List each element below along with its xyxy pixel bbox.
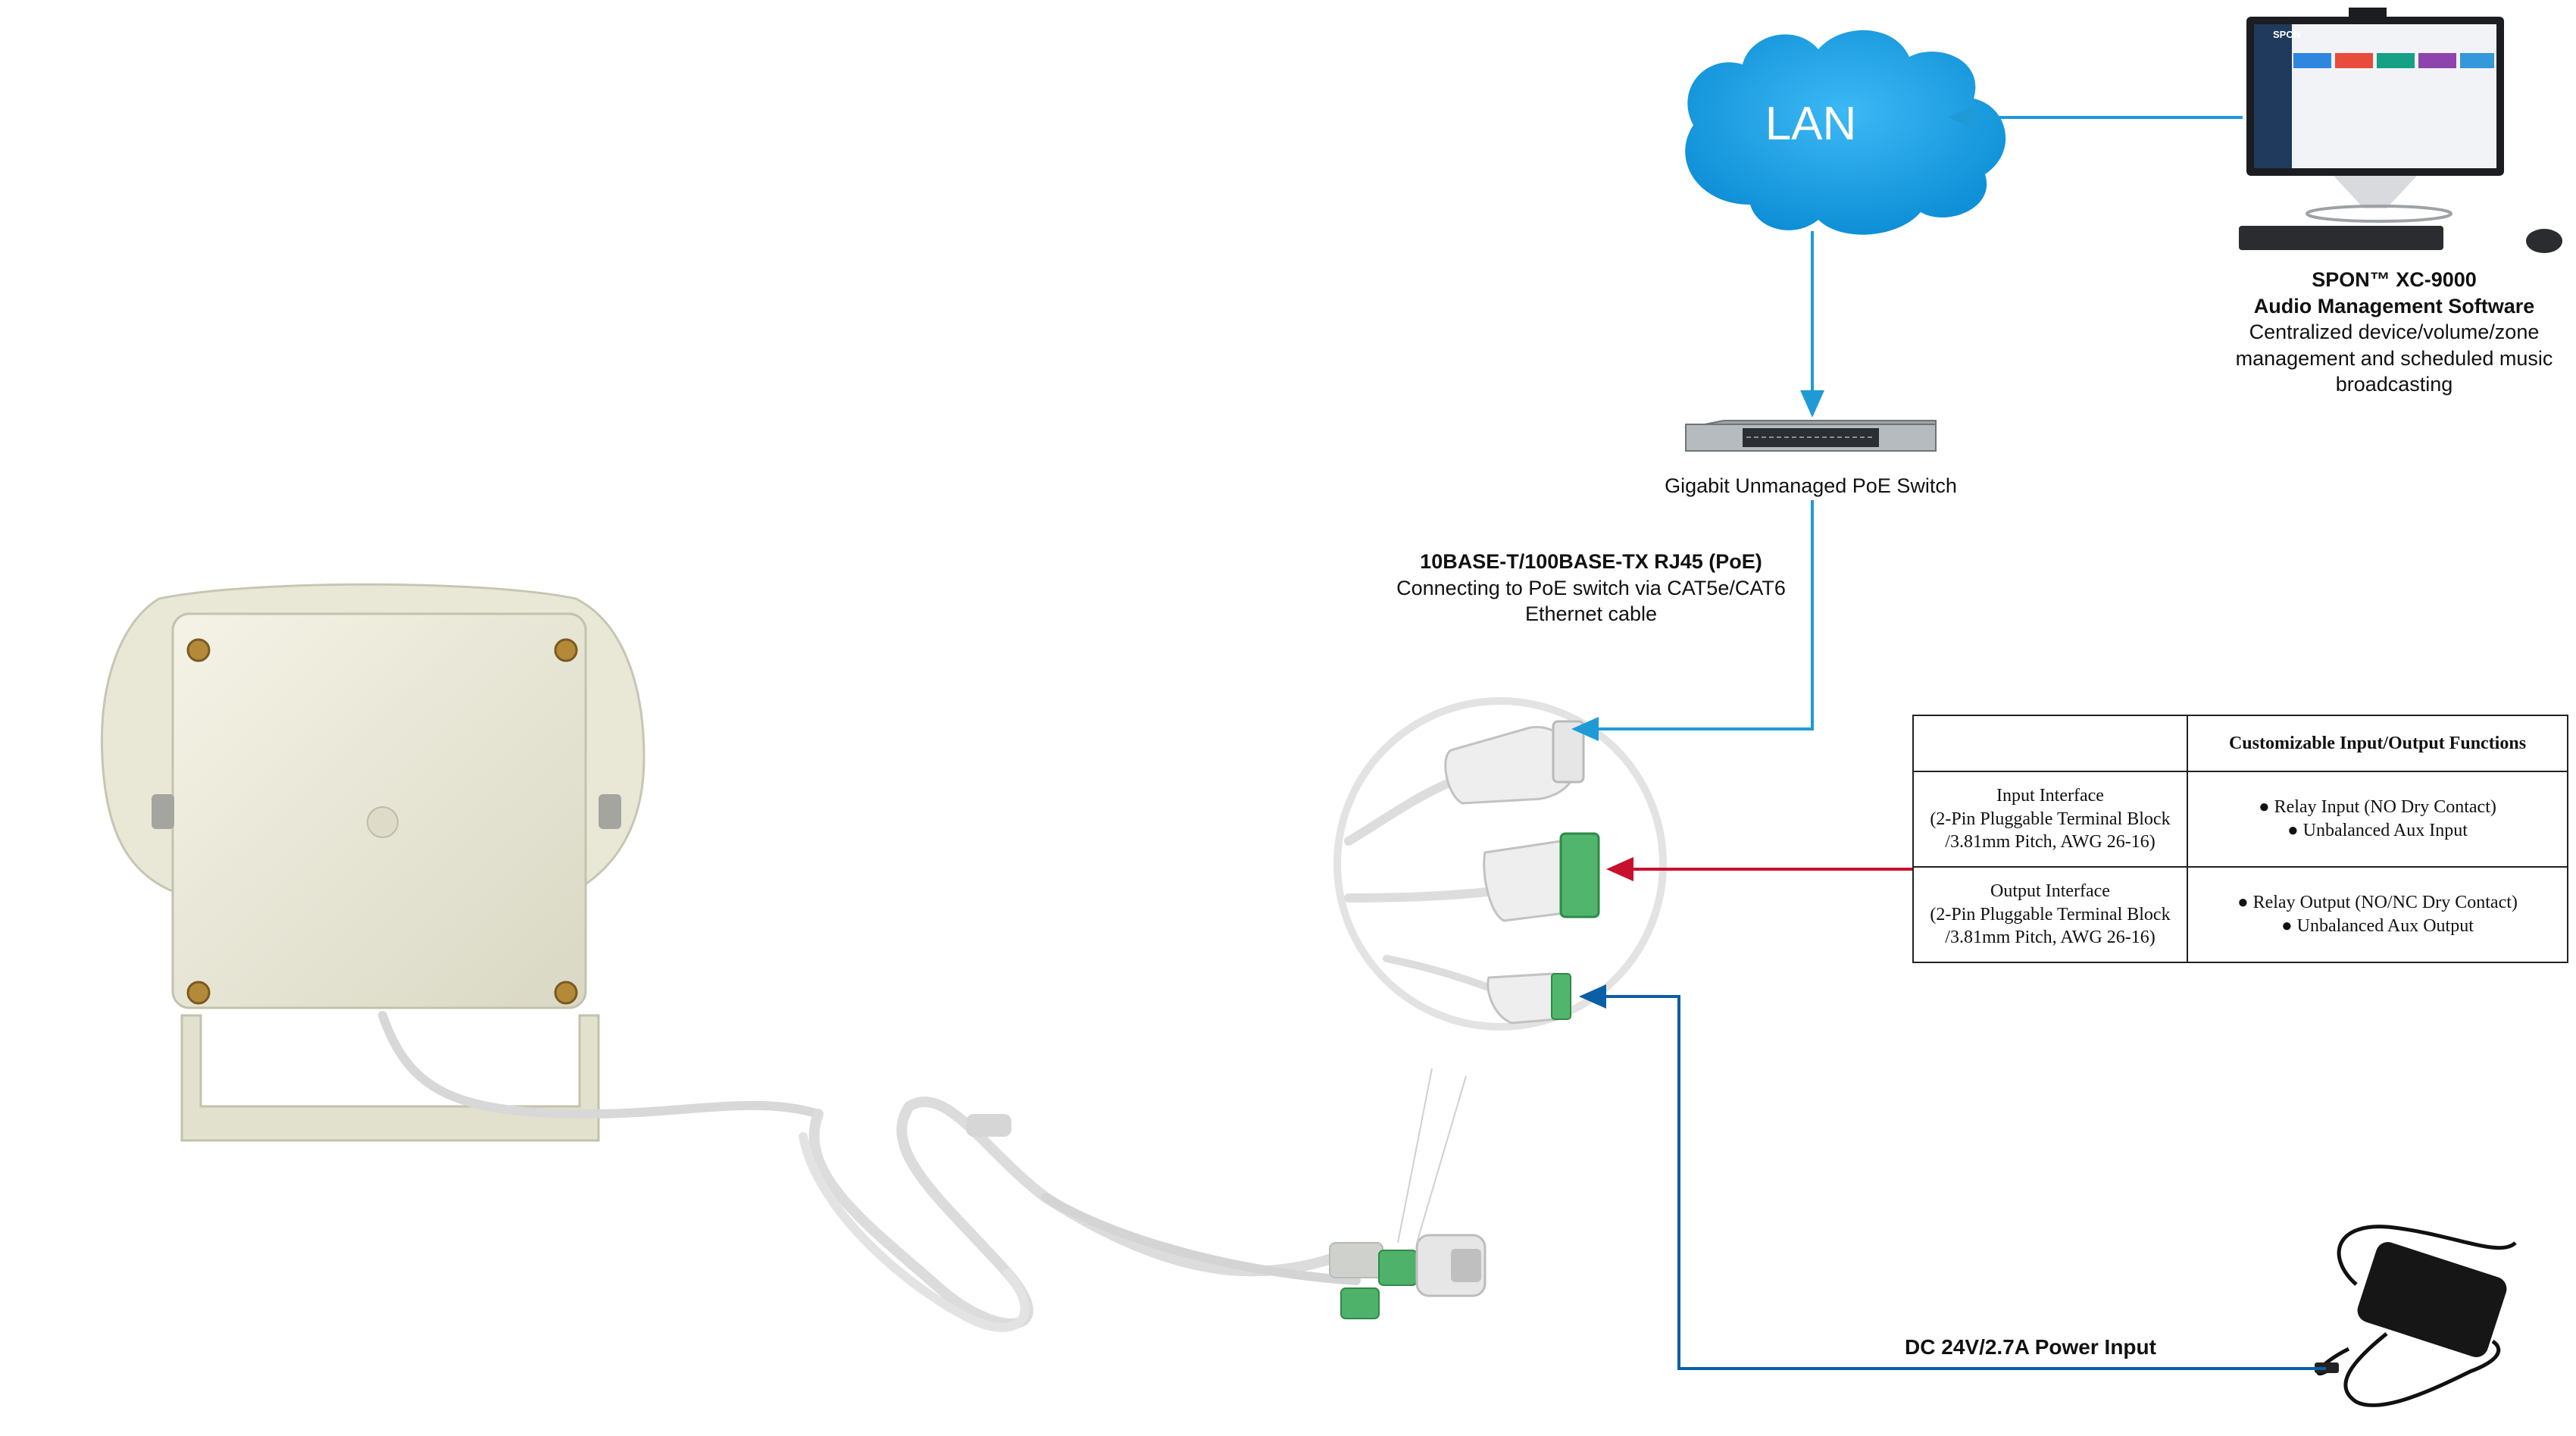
interface-name-line2: (2-Pin Pluggable Terminal Block: [1920, 903, 2181, 927]
software-title-line2: Audio Management Software: [2220, 293, 2568, 320]
zoom-guide-line-left: [1398, 1068, 1432, 1243]
interface-name-line1: Input Interface: [1920, 784, 2181, 808]
interface-name-line2: (2-Pin Pluggable Terminal Block: [1920, 808, 2181, 831]
io-table-header-functions: Customizable Input/Output Functions: [2187, 715, 2568, 771]
power-input-label: DC 24V/2.7A Power Input: [1834, 1334, 2227, 1361]
zoom-guide-line-right: [1417, 1076, 1466, 1243]
software-desc-line2: management and scheduled music: [2220, 346, 2568, 372]
io-table-header-row: Customizable Input/Output Functions: [1913, 715, 2568, 771]
io-table-interface-cell: Output Interface (2-Pin Pluggable Termin…: [1913, 867, 2187, 962]
interface-name-line3: /3.81mm Pitch, AWG 26-16): [1920, 831, 2181, 854]
io-table-interface-cell: Input Interface (2-Pin Pluggable Termina…: [1913, 771, 2187, 867]
ethernet-port-title: 10BASE-T/100BASE-TX RJ45 (PoE): [1386, 549, 1796, 575]
software-caption: SPON™ XC-9000 Audio Management Software …: [2220, 267, 2568, 398]
table-row: Input Interface (2-Pin Pluggable Termina…: [1913, 771, 2568, 867]
software-title-line1: SPON™ XC-9000: [2220, 267, 2568, 293]
io-table-header-blank: [1913, 715, 2187, 771]
function-line1: ● Relay Output (NO/NC Dry Contact): [2194, 891, 2561, 915]
table-row: Output Interface (2-Pin Pluggable Termin…: [1913, 867, 2568, 962]
function-line2: ● Unbalanced Aux Output: [2194, 915, 2561, 938]
computer-icon: [2239, 8, 2562, 253]
interface-name-line3: /3.81mm Pitch, AWG 26-16): [1920, 926, 2181, 950]
power-to-dc-jack-arrow: [1582, 996, 2326, 1369]
lan-cloud-label: LAN: [1743, 99, 1879, 150]
ethernet-port-desc-line1: Connecting to PoE switch via CAT5e/CAT6: [1386, 575, 1796, 602]
connector-zoom-image: [1337, 701, 1663, 1027]
poe-switch-label: Gigabit Unmanaged PoE Switch: [1614, 473, 2008, 499]
cable-bundle-image: [803, 1102, 1485, 1328]
io-table-function-cell: ● Relay Output (NO/NC Dry Contact) ● Unb…: [2187, 867, 2568, 962]
ethernet-port-desc-line2: Ethernet cable: [1386, 601, 1796, 627]
io-functions-table: Customizable Input/Output Functions Inpu…: [1912, 715, 2568, 963]
function-line2: ● Unbalanced Aux Input: [2194, 819, 2561, 843]
interface-name-line1: Output Interface: [1920, 880, 2181, 903]
software-desc-line1: Centralized device/volume/zone: [2220, 319, 2568, 346]
io-table-function-cell: ● Relay Input (NO Dry Contact) ● Unbalan…: [2187, 771, 2568, 867]
power-adapter-icon: [2315, 1227, 2515, 1406]
speaker-device-image: [102, 584, 818, 1140]
software-screen-logo: SPON: [2273, 29, 2301, 40]
poe-switch-icon: [1686, 421, 1936, 451]
software-desc-line3: broadcasting: [2220, 371, 2568, 398]
function-line1: ● Relay Input (NO Dry Contact): [2194, 796, 2561, 819]
ethernet-port-caption: 10BASE-T/100BASE-TX RJ45 (PoE) Connectin…: [1386, 549, 1796, 627]
